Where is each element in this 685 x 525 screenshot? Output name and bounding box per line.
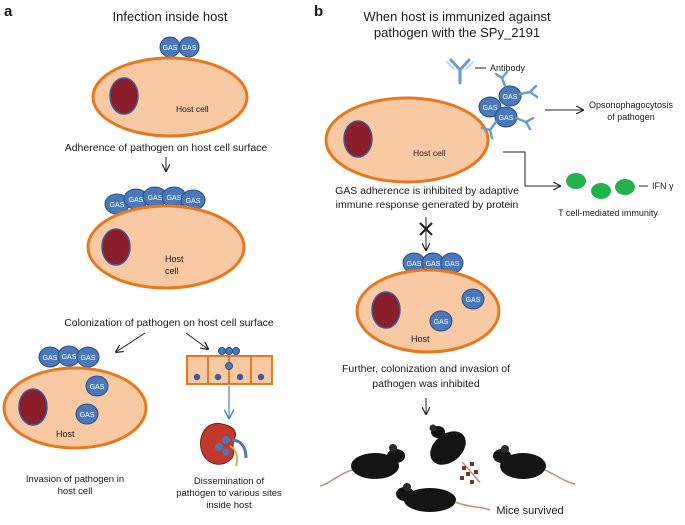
gas-label: GAS [186,198,201,205]
dissemination-caption-line2: pathogen to various sites [176,488,282,499]
host-label-short-b: Host [411,334,430,344]
gas-label: GAS [148,195,163,202]
mouse-icon [493,445,576,485]
gas-label: GAS [81,355,96,362]
arrow-tcell [503,151,560,186]
host-cell-b1: Host cell [324,96,490,184]
host-label-short: Host [56,429,75,439]
panel-b-letter: b [314,3,323,20]
gas-opsonized: GAS GAS GAS [478,70,539,140]
panel-b-title-line2: pathogen with the SPy_2191 [374,25,540,40]
host-cell-2: Host cell [86,204,246,290]
gas-label: GAS [129,197,144,204]
opsono-label-line2: of pathogen [607,112,655,122]
food-pellets [460,462,478,484]
arrow-left [116,332,146,352]
antibody-icon [446,58,474,85]
gas-label: GAS [426,261,441,268]
gas-label: GAS [445,261,460,268]
gas-label: GAS [163,45,178,52]
ifn-gamma-dots [566,173,635,199]
gas-label: GAS [167,195,182,202]
mouse-icon [396,483,491,512]
gas-chain-3: GAS GAS GAS [38,345,100,368]
epithelium [186,347,273,385]
gas-label: GAS [90,384,105,391]
host-label-line2: cell [165,266,179,276]
antibody-label: Antibody [490,63,526,73]
panel-a-letter: a [4,3,13,20]
gas-label: GAS [182,45,197,52]
mouse-icon [429,424,481,483]
gas-label: GAS [43,355,58,362]
gas-label: GAS [503,94,518,101]
tcell-label: T cell-mediated immunity [558,208,658,218]
invasion-caption-line1: Invasion of pathogen in [26,474,124,485]
dissemination-caption-line1: Dissemination of [194,476,265,487]
panel-a-title: Infection inside host [113,9,228,24]
host-cell-label-b: Host cell [413,148,446,158]
mouse-icon [319,444,405,487]
kidney-icon [200,422,248,467]
gas-label: GAS [499,115,514,122]
inhibit-caption-line1: GAS adherence is inhibited by adaptive [335,185,519,197]
mice-illustration [319,424,576,512]
host-cell-b2: GAS GAS Host [355,268,501,354]
gas-label: GAS [62,354,77,361]
gas-label: GAS [483,105,498,112]
step1-caption: Adherence of pathogen on host cell surfa… [65,142,268,154]
gas-label: GAS [466,297,481,304]
dissemination-caption-line3: inside host [206,500,252,511]
mice-caption: Mice survived [496,505,563,517]
inhibit-caption-line2: immune response generated by protein [336,199,519,211]
host-cell-label: Host cell [176,104,209,114]
opsono-label-line1: Opsonophagocytosis [589,100,674,110]
gas-pair-top: GAS GAS [159,36,200,58]
block-x-icon [419,222,433,236]
invasion-caption-line2: host cell [58,486,93,497]
ifn-label: IFN γ [652,181,674,191]
step2-caption: Colonization of pathogen on host cell su… [64,317,274,329]
gas-label: GAS [80,412,95,419]
panel-b-title-line1: When host is immunized against [363,9,551,24]
gas-chain-b: GAS GAS GAS [402,252,464,274]
gas-label: GAS [434,319,449,326]
further-caption-line2: pathogen was inhibited [372,378,480,390]
gas-label: GAS [407,261,422,268]
further-caption-line1: Further, colonization and invasion of [342,363,510,375]
host-label-line1: Host [165,254,184,264]
host-cell-1: Host cell [91,56,249,138]
gas-label: GAS [110,202,125,209]
host-cell-3: GAS GAS Host [2,366,148,450]
arrow-right [185,332,208,349]
